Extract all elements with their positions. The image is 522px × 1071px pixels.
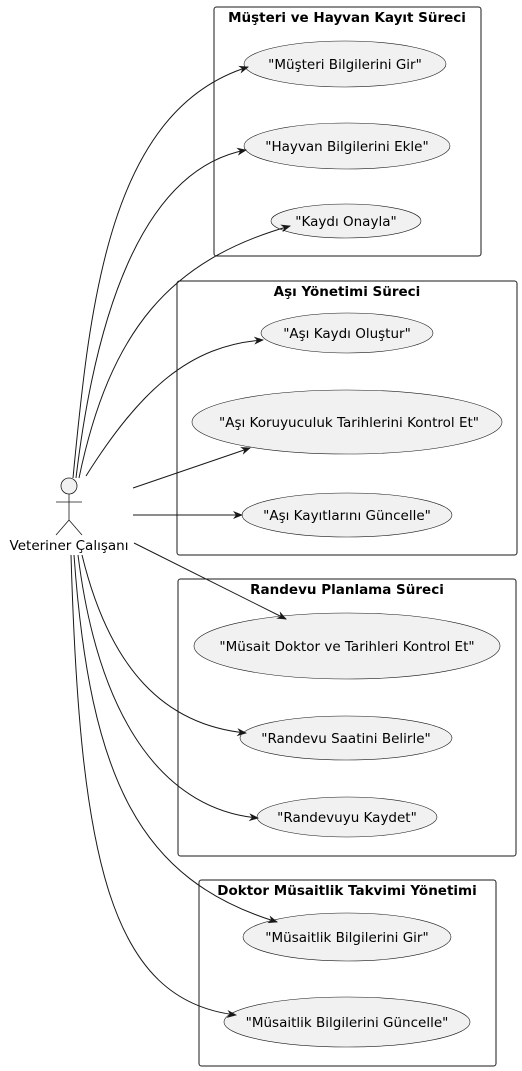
use-case-label: "Hayvan Bilgilerini Ekle" — [265, 139, 428, 155]
use-case-hayvan-bilgilerini-ekle[interactable]: "Hayvan Bilgilerini Ekle" — [243, 122, 451, 170]
use-case-musteri-bilgilerini-gir[interactable]: "Müşteri Bilgilerini Gir" — [243, 40, 447, 88]
use-case-asi-koruyuculuk-kontrol[interactable]: "Aşı Koruyuculuk Tarihlerini Kontrol Et" — [191, 389, 503, 455]
use-case-musait-doktor-kontrol[interactable]: "Müsait Doktor ve Tarihleri Kontrol Et" — [193, 612, 501, 680]
use-case-randevu-saatini-belirle[interactable]: "Randevu Saatini Belirle" — [239, 715, 453, 761]
package-frame — [177, 578, 517, 857]
edge-to-musait-doktor-kontrol — [133, 542, 287, 620]
package-frame — [213, 6, 482, 257]
use-case-label: "Aşı Kaydı Oluştur" — [283, 326, 411, 342]
use-case-label: "Müşteri Bilgilerini Gir" — [268, 57, 422, 73]
actor-label: Veteriner Çalışanı — [10, 538, 129, 554]
use-case-randevuyu-kaydet[interactable]: "Randevuyu Kaydet" — [256, 796, 438, 838]
edge-to-randevuyu-kaydet — [77, 554, 259, 822]
associations — [70, 65, 291, 1018]
use-case-label: "Müsaitlik Bilgilerini Gir" — [265, 930, 428, 946]
use-case-label: "Müsait Doktor ve Tarihleri Kontrol Et" — [219, 639, 474, 655]
use-case-label: "Randevu Saatini Belirle" — [261, 731, 430, 747]
use-case-kaydi-onayla[interactable]: "Kaydı Onayla" — [270, 203, 422, 239]
package-title: Randevu Planlama Süreci — [250, 582, 444, 598]
use-case-musaitlik-bilgilerini-gir[interactable]: "Müsaitlik Bilgilerini Gir" — [242, 912, 452, 962]
edge-to-musaitlik-bilgilerini-gir — [73, 554, 278, 924]
edge-to-kaydi-onayla — [78, 224, 291, 479]
use-case-label: "Kaydı Onayla" — [295, 214, 396, 230]
package-asi-yonetimi: Aşı Yönetimi Süreci "Aşı Kaydı Oluştur" … — [176, 280, 518, 556]
package-frame — [198, 879, 497, 1067]
use-case-label: "Randevuyu Kaydet" — [277, 810, 417, 826]
use-case-musaitlik-bilgilerini-guncelle[interactable]: "Müsaitlik Bilgilerini Güncelle" — [223, 996, 471, 1048]
edge-to-musteri-bilgilerini-gir — [72, 65, 249, 479]
use-case-label: "Müsaitlik Bilgilerini Güncelle" — [246, 1015, 449, 1031]
package-randevu-planlama: Randevu Planlama Süreci "Müsait Doktor v… — [177, 578, 517, 857]
use-case-label: "Aşı Kayıtlarını Güncelle" — [263, 508, 431, 524]
edge-to-asi-kaydi-olustur — [85, 336, 264, 477]
package-doktor-musaitlik: Doktor Müsaitlik Takvimi Yönetimi "Müsai… — [198, 879, 497, 1067]
stick-figure-actor-icon — [55, 477, 83, 536]
package-title: Aşı Yönetimi Süreci — [274, 284, 421, 300]
package-musteri-hayvan-kayit: Müşteri ve Hayvan Kayıt Süreci "Müşteri … — [213, 6, 482, 257]
use-case-asi-kaydi-olustur[interactable]: "Aşı Kaydı Oluştur" — [260, 312, 434, 354]
package-title: Doktor Müsaitlik Takvimi Yönetimi — [217, 883, 476, 899]
edge-to-asi-koruyuculuk-kontrol — [132, 447, 251, 489]
use-case-asi-kayitlarini-guncelle[interactable]: "Aşı Kayıtlarını Güncelle" — [241, 492, 453, 538]
use-case-label: "Aşı Koruyuculuk Tarihlerini Kontrol Et" — [219, 415, 479, 431]
edge-to-randevu-saatini-belirle — [81, 554, 247, 737]
edge-to-hayvan-bilgilerini-ekle — [75, 147, 247, 479]
actor-veteriner-calisani[interactable]: Veteriner Çalışanı — [10, 477, 129, 554]
package-frame — [176, 280, 518, 556]
edge-to-musaitlik-bilgilerini-guncelle — [70, 554, 237, 1018]
package-title: Müşteri ve Hayvan Kayıt Süreci — [228, 10, 466, 26]
